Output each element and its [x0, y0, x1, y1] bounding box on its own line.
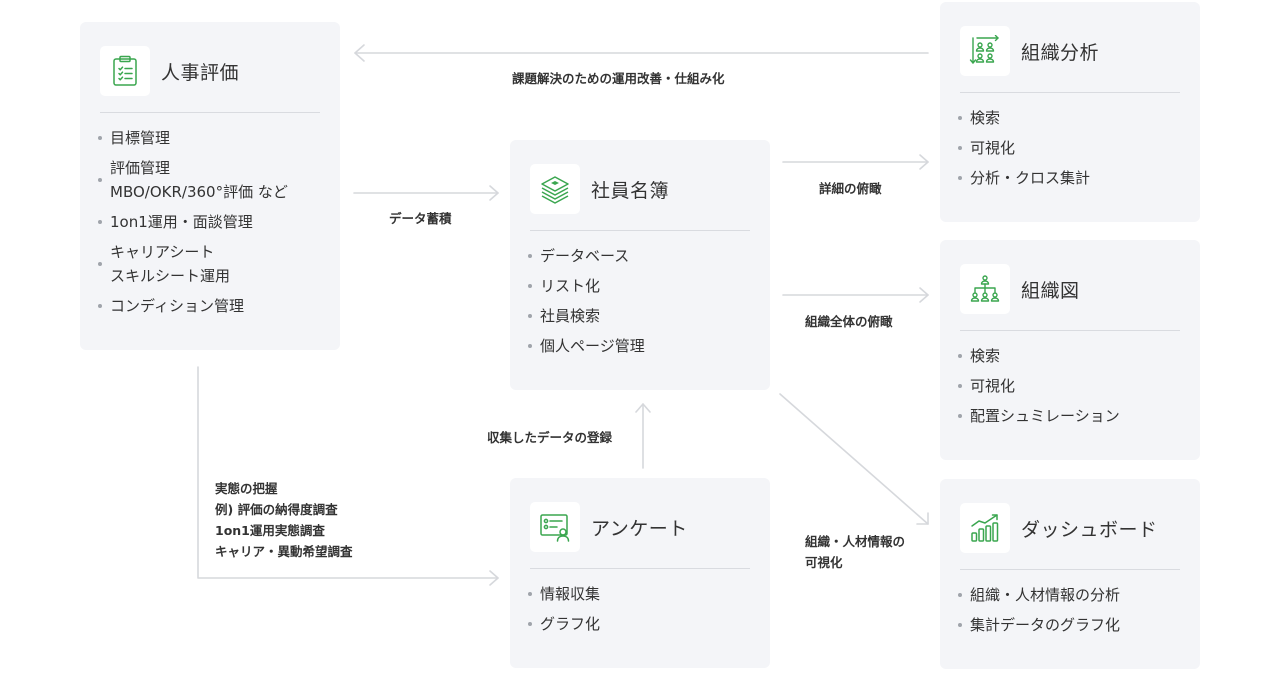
edge-label-registration: 収集したデータの登録	[487, 430, 613, 445]
survey-form-icon	[530, 502, 580, 552]
card-survey: アンケート 情報収集 グラフ化	[510, 478, 770, 668]
list-item: キャリアシート スキルシート運用	[98, 240, 330, 288]
list-item: 組織・人材情報の分析	[958, 583, 1190, 607]
list-item: グラフ化	[528, 612, 760, 636]
card-org-analysis: 組織分析 検索 可視化 分析・クロス集計	[940, 2, 1200, 222]
card-item-list: 検索 可視化 分析・クロス集計	[958, 106, 1190, 196]
card-item-list: 組織・人材情報の分析 集計データのグラフ化	[958, 583, 1190, 643]
card-item-list: 情報収集 グラフ化	[528, 582, 760, 642]
card-item-list: 目標管理 評価管理 MBO/OKR/360°評価 など 1on1運用・面談管理 …	[98, 126, 330, 324]
arrow-visualization	[779, 393, 929, 525]
edge-label-org-overview: 組織全体の俯瞰	[805, 314, 893, 329]
arrow-detail-overview	[782, 154, 929, 170]
list-item: 配置シュミレーション	[958, 404, 1190, 428]
people-grid-icon	[960, 26, 1010, 76]
list-item: 社員検索	[528, 304, 760, 328]
list-item: リスト化	[528, 274, 760, 298]
card-title: 組織分析	[1021, 41, 1100, 64]
org-tree-icon	[960, 264, 1010, 314]
edge-label-detail-overview: 詳細の俯瞰	[819, 181, 882, 196]
arrow-registration	[635, 403, 651, 469]
card-header: 社員名簿	[530, 164, 669, 214]
edge-label-visualization: 組織・人材情報の 可視化	[805, 534, 906, 570]
arrow-survey-purpose	[197, 366, 499, 586]
list-item: 集計データのグラフ化	[958, 613, 1190, 637]
edge-label-improvement: 課題解決のための運用改善・仕組み化	[512, 71, 725, 86]
card-divider	[530, 230, 750, 231]
list-item: 可視化	[958, 136, 1190, 160]
card-employee-directory: 社員名簿 データベース リスト化 社員検索 個人ページ管理	[510, 140, 770, 390]
list-item: 評価管理 MBO/OKR/360°評価 など	[98, 156, 330, 204]
list-item: コンディション管理	[98, 294, 330, 318]
card-org-chart: 組織図 検索 可視化 配置シュミレーション	[940, 240, 1200, 460]
card-item-list: データベース リスト化 社員検索 個人ページ管理	[528, 244, 760, 364]
list-item: 1on1運用・面談管理	[98, 210, 330, 234]
stacked-layers-icon	[530, 164, 580, 214]
edge-label-survey-purpose: 実態の把握 例) 評価の納得度調査 1on1運用実態調査 キャリア・異動希望調査	[215, 481, 353, 559]
list-item: データベース	[528, 244, 760, 268]
card-title: ダッシュボード	[1021, 518, 1158, 541]
card-dashboard: ダッシュボード 組織・人材情報の分析 集計データのグラフ化	[940, 479, 1200, 669]
arrow-improvement	[354, 44, 929, 62]
card-divider	[960, 569, 1180, 570]
clipboard-icon	[100, 46, 150, 96]
list-item: 情報収集	[528, 582, 760, 606]
card-divider	[100, 112, 320, 113]
list-item: 検索	[958, 344, 1190, 368]
card-title: 人事評価	[161, 61, 240, 84]
card-header: 組織図	[960, 264, 1080, 314]
card-divider	[960, 330, 1180, 331]
arrow-data-accumulation	[353, 185, 499, 201]
card-header: アンケート	[530, 502, 688, 552]
list-item: 個人ページ管理	[528, 334, 760, 358]
card-item-list: 検索 可視化 配置シュミレーション	[958, 344, 1190, 434]
list-item: 目標管理	[98, 126, 330, 150]
arrow-org-overview	[782, 287, 929, 303]
card-divider	[530, 568, 750, 569]
card-title: アンケート	[591, 517, 688, 540]
bar-chart-icon	[960, 503, 1010, 553]
edge-label-data-accumulation: データ蓄積	[389, 211, 452, 226]
card-hr-evaluation: 人事評価 目標管理 評価管理 MBO/OKR/360°評価 など 1on1運用・…	[80, 22, 340, 350]
list-item: 分析・クロス集計	[958, 166, 1190, 190]
card-title: 組織図	[1021, 279, 1080, 302]
card-divider	[960, 92, 1180, 93]
card-header: 組織分析	[960, 26, 1099, 76]
list-item: 検索	[958, 106, 1190, 130]
card-header: 人事評価	[100, 46, 239, 96]
card-header: ダッシュボード	[960, 503, 1158, 553]
card-title: 社員名簿	[591, 179, 670, 202]
list-item: 可視化	[958, 374, 1190, 398]
